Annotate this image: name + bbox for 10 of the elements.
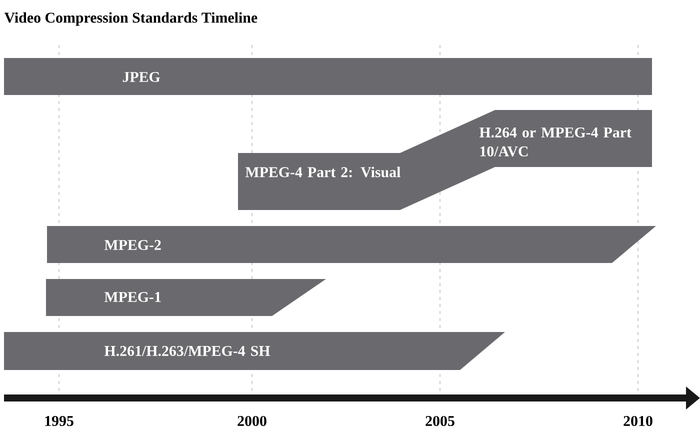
timeline-bar: MPEG-1 (46, 279, 326, 316)
year-label: 2005 (426, 416, 454, 426)
year-label: 1995 (45, 416, 74, 426)
title: Video Compression Standards Timeline (4, 12, 258, 26)
timeline-bar: MPEG-2 (47, 226, 656, 263)
timeline-bar: JPEG (4, 58, 652, 95)
timeline-bar: H.261/H.263/MPEG-4 SH (4, 332, 505, 370)
year-label: 2010 (624, 416, 652, 426)
year-label: 2000 (238, 416, 266, 426)
timeline-bar: MPEG-4 Part 2: Visual H.264 or MPEG-4 Part 10/AVC (238, 110, 652, 210)
